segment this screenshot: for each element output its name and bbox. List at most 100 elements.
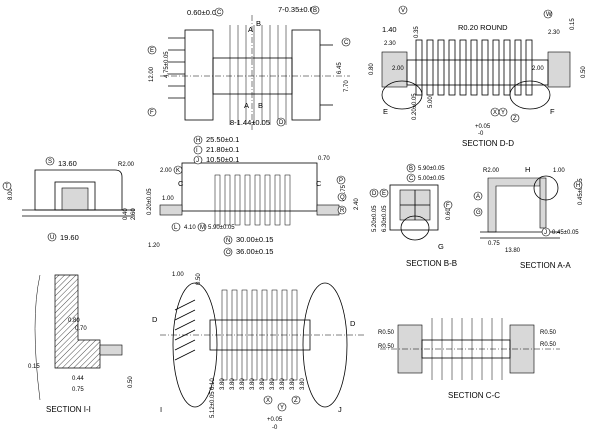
aa-dim-645: 0.45±0.05 [578,178,584,205]
lv-marker-t: T [5,184,9,190]
section-dd: 1.40 0.35 2.30 R0.20 ROUND 0.15 2.30 0.8… [369,5,587,148]
dd-dim-h: 2.00 [392,66,404,72]
bv-dim-row-7: 3.80 [280,378,286,390]
ii-dim-070: 0.70 [75,326,87,332]
top-view: 0.60±0.05 C 7-0.35±0.05 B A B A B 8-1.44… [147,5,351,130]
bb-marker-d: D [372,191,377,197]
fv-marker-m: M [200,225,205,231]
bb-dim-3: 5.20±0.05 [372,205,378,232]
cc-dim-r4: R0.50 [540,342,557,348]
cc-dim-r3: R0.50 [540,330,557,336]
aa-dim-075: 0.75 [488,241,500,247]
fv-dim-120: 1.20 [148,243,160,249]
fv-marker-r: R [340,208,345,214]
bv-tol-plus: +0.05 [267,417,283,423]
ii-dim-044: 0.44 [72,376,84,382]
fv-dim-070: 0.70 [318,156,330,162]
fv-dim-side-c: 2.40 [354,198,360,210]
dd-title: SECTION D-D [462,139,514,148]
dd-dim-d: R0.20 ROUND [458,23,508,32]
bv-tol-minus: -0 [272,425,278,431]
dd-marker-v: V [401,8,405,14]
top-dim-pitch: 7-0.35±0.05 [278,5,318,14]
bv-label-d2: D [350,319,356,328]
lv-dim-w: 19.60 [60,233,79,242]
top-marker-e: E [150,48,154,54]
dd-marker-z: Z [513,116,517,122]
cc-title: SECTION C-C [448,391,500,400]
bv-dim-row-8: 3.80 [290,378,296,390]
top-marker-b: B [313,8,317,14]
dd-dim-l: 0.20±0.05 [412,93,418,120]
fv-dim-3: 10.50±0.1 [206,155,239,164]
top-dim-right: 6.45 [337,62,343,74]
ii-dim-075: 0.75 [72,387,84,393]
aa-marker-g: G [476,210,481,216]
bv-dim-row-2: 3.80 [230,378,236,390]
ii-dim-050: 0.50 [128,376,134,388]
fv-marker-i: I [196,148,198,154]
bb-marker-b: B [409,166,413,172]
fv-dim-side-b: 15.75 [341,184,347,200]
fv-dim-200: 2.00 [160,168,172,174]
top-dim-top: 4.75±0.05 [164,51,170,78]
dd-marker-x: X [493,110,497,116]
fv-tag-c-left: C [178,179,184,188]
lv-dim-13: 13.60 [58,159,77,168]
dd-dim-b: 0.35 [414,26,420,38]
fv-dim-1: 25.50±0.1 [206,135,239,144]
bb-dim-1: 5.90±0.05 [418,166,445,172]
bb-marker-c: C [409,176,414,182]
lv-dim-r: R2.00 [118,162,135,168]
dd-label-f: F [550,107,555,116]
fv-marker-l: L [174,225,178,231]
bv-dim-row-5: 3.80 [260,378,266,390]
bv-label-d1: D [152,315,158,324]
top-marker-f: F [150,110,154,116]
lv-marker-s: S [48,159,52,165]
fv-marker-o: O [226,250,231,256]
bv-dim-row-0: 6.10 [210,378,216,390]
aa-dim-r: R2.00 [483,168,500,174]
section-aa: R2.00 1.00 H 0.45±0.05 H 0.75 0.45±0.05 … [473,165,584,270]
fv-dim-410: 4.10 [184,225,196,231]
top-tag-b2: B [258,101,263,110]
fv-tag-c-right: C [316,179,322,188]
lv-dim-260: 2.60 [131,208,137,220]
aa-dim-100: 1.00 [553,168,565,174]
lv-dim-h: 8.00 [8,188,14,200]
dd-marker-y: Y [501,110,505,116]
dd-dim-e: 0.15 [570,18,576,30]
fv-marker-h: H [196,138,200,144]
bv-dim-row-3: 3.80 [240,378,246,390]
bv-label-i: I [160,405,162,414]
bv-marker-z: Z [294,398,298,404]
top-dim-width: 0.60±0.05 [187,8,220,17]
aa-title: SECTION A-A [520,261,571,270]
bb-dim-2: 5.00±0.05 [418,176,445,182]
bottom-view: 1.00 0.50 D D I J 6.10 3.80 3.80 3.80 3.… [152,272,365,431]
bottom-dim-row: 6.10 3.80 3.80 3.80 3.80 3.80 3.80 3.80 … [210,378,306,390]
dd-dim-c: 2.30 [384,41,396,47]
fv-marker-k: K [176,168,180,174]
top-dim-bottom: 8-1.44±0.05 [230,118,270,127]
dd-label-e: E [383,107,388,116]
bv-dim-row-6: 3.80 [270,378,276,390]
bb-dim-5: 0.60 [446,208,452,220]
section-bb: 5.90±0.05 B 5.00±0.05 C 5.20±0.05 D 6.30… [369,163,457,268]
fv-dim-2: 21.80±0.1 [206,145,239,154]
dd-marker-w: W [546,12,552,18]
fv-marker-j: J [196,158,199,164]
dd-dim-k: 5.00 [428,96,434,108]
fv-marker-p: P [339,178,343,184]
bb-title: SECTION B-B [406,259,457,268]
dd-dim-f: 2.30 [548,30,560,36]
bv-dim-row-1: 3.80 [220,378,226,390]
bv-dim-row-4: 3.80 [250,378,256,390]
top-tag-b1: B [256,19,261,28]
bv-label-j: J [338,405,342,414]
aa-marker-a: A [476,194,480,200]
cc-dim-r2: R0.50 [378,344,395,350]
lv-marker-u: U [50,235,54,241]
